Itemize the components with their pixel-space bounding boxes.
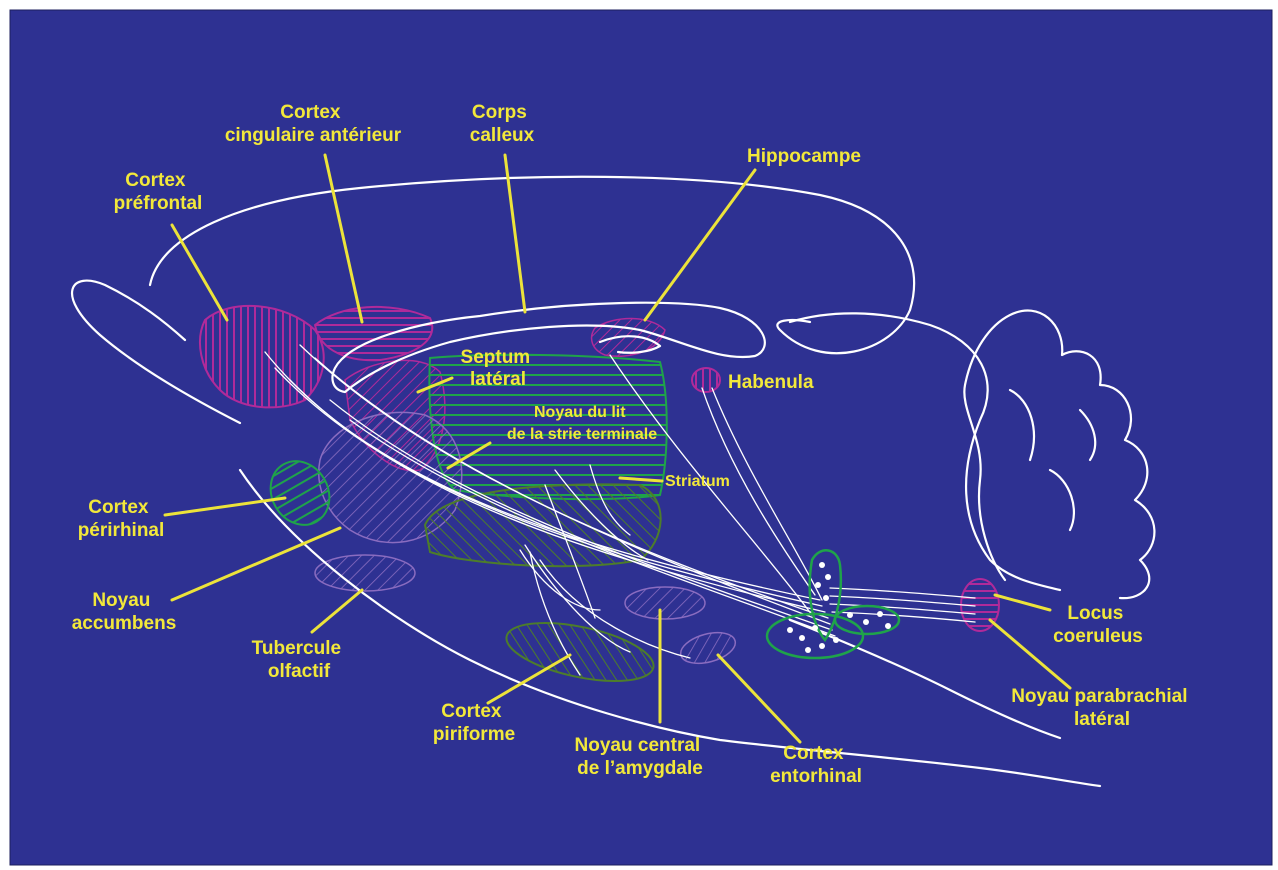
neuron-dot (819, 562, 825, 568)
label-lateral-septum: Septum latéral (461, 347, 536, 390)
neuron-dot (863, 619, 869, 625)
neuron-dot (815, 582, 821, 588)
neuron-dot (885, 623, 891, 629)
central-amygdala-region (625, 587, 705, 619)
neuron-dot (833, 637, 839, 643)
neuron-dot (799, 635, 805, 641)
neuron-dot (787, 627, 793, 633)
neuron-dot (847, 612, 853, 618)
neuron-dot (805, 647, 811, 653)
olfactory-tubercle-region (315, 555, 415, 591)
neuron-dot (819, 643, 825, 649)
label-habenula: Habenula (728, 372, 814, 393)
neuron-dot (825, 574, 831, 580)
neuron-dot (812, 625, 818, 631)
label-striatum: Striatum (665, 473, 730, 490)
label-hippocampus: Hippocampe (747, 146, 861, 167)
neuron-dot (877, 611, 883, 617)
neuron-dot (823, 595, 829, 601)
habenula-region (692, 368, 720, 392)
